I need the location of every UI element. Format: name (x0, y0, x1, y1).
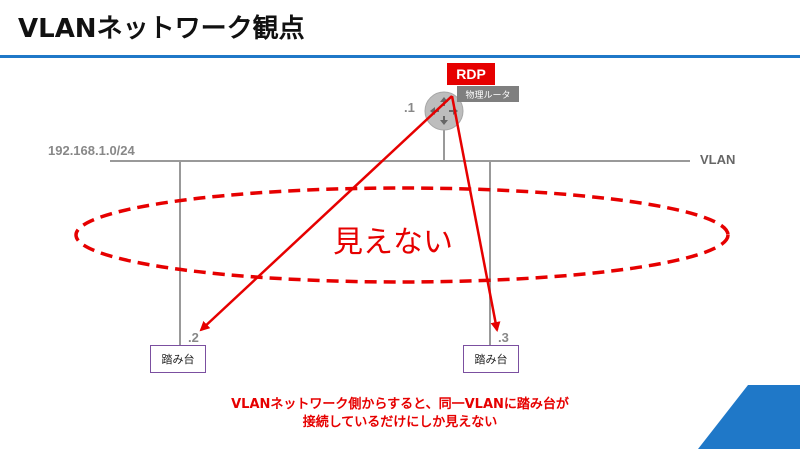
arrow-to-host-right (450, 95, 501, 332)
page-title: VLANネットワーク観点 (18, 14, 305, 44)
corner-accent-decoration (698, 385, 800, 449)
caption-line-1: VLANネットワーク側からすると、同一VLANに踏み台が (231, 397, 569, 412)
caption-line-2: 接続しているだけにしか見えない (302, 415, 498, 430)
invisible-label: 見えない (333, 225, 453, 260)
rdp-badge: RDP (447, 63, 495, 85)
host-right-label: 踏み台 (474, 353, 508, 366)
caption: VLANネットワーク側からすると、同一VLANに踏み台が 接続しているだけにしか… (90, 396, 710, 432)
invisible-zone-ellipse (74, 186, 730, 284)
router-address: .1 (404, 100, 415, 115)
title-divider (0, 55, 800, 58)
arrow-to-host-left (199, 95, 453, 332)
host-right-address: .3 (498, 330, 509, 345)
subnet-label: 192.168.1.0/24 (48, 143, 135, 158)
host-right-box: 踏み台 (463, 345, 519, 373)
router-tag: 物理ルータ (457, 86, 519, 102)
host-left-box: 踏み台 (150, 345, 206, 373)
vlan-label: VLAN (700, 152, 736, 167)
host-left-label: 踏み台 (161, 353, 195, 366)
host-left-address: .2 (188, 330, 199, 345)
